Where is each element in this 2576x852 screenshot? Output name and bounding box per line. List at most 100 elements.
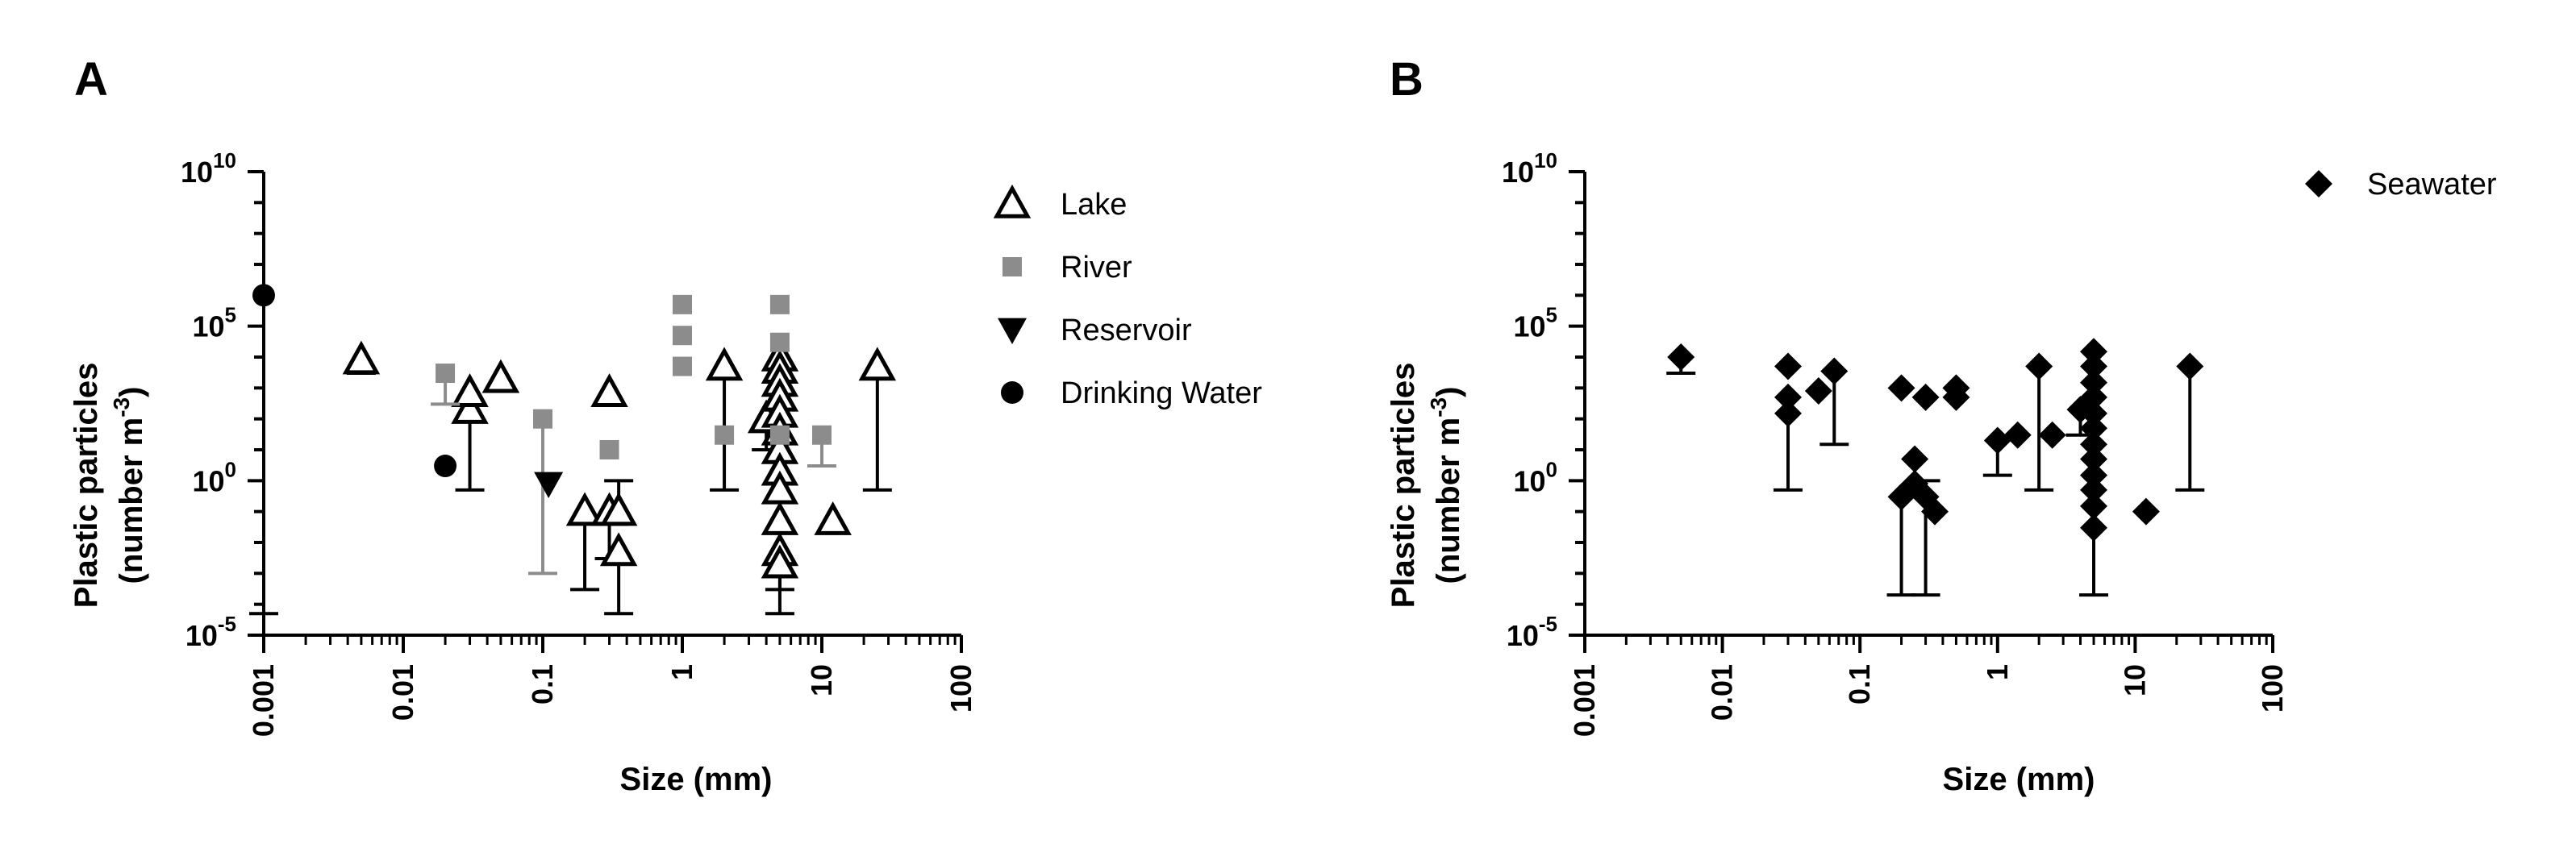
- data-point: [434, 455, 457, 478]
- data-point: [2176, 352, 2204, 380]
- legend-label: River: [1061, 251, 1132, 285]
- data-point: [769, 332, 790, 352]
- legend-label: Drinking Water: [1061, 376, 1262, 410]
- series-lake-a: [342, 337, 897, 616]
- y-axis-title-b-close: ): [1431, 387, 1466, 397]
- data-point: [673, 294, 692, 314]
- data-point: [2080, 461, 2108, 489]
- data-point: [1911, 383, 1940, 411]
- y-tick-label-b: 10-5: [1507, 612, 1557, 652]
- data-point: [705, 347, 744, 381]
- legend-marker: [1002, 257, 1022, 276]
- series-reservoir-a: [534, 472, 564, 499]
- data-point: [2025, 352, 2053, 380]
- series-drinking-water-a: [249, 284, 457, 616]
- data-point: [252, 284, 275, 307]
- data-point: [2132, 497, 2160, 526]
- y-axis-title-b-line2: (number m-3): [1426, 387, 1466, 584]
- x-tick-label-b: 1: [1981, 664, 2014, 680]
- y-tick-label-a: 105: [192, 303, 236, 343]
- data-point: [599, 532, 638, 567]
- x-tick-label-a: 100: [944, 664, 977, 713]
- data-point: [1774, 383, 1802, 411]
- data-point: [2080, 476, 2108, 504]
- y-tick-label-a: 1010: [181, 148, 236, 189]
- data-point: [342, 340, 381, 375]
- data-point: [673, 356, 692, 376]
- data-point: [2080, 399, 2108, 427]
- panel-letter-a: A: [74, 53, 108, 106]
- x-tick-label-a: 0.001: [247, 664, 280, 737]
- data-point: [858, 347, 897, 381]
- series-seawater-b: [1666, 338, 2205, 597]
- data-point: [599, 440, 619, 459]
- legend-marker: [1001, 381, 1023, 404]
- x-tick-label-a: 0.1: [526, 664, 559, 704]
- data-point: [1804, 377, 1832, 405]
- y-axis-title-a-text: (number m: [114, 418, 149, 584]
- data-point: [769, 294, 790, 314]
- legend-label: Reservoir: [1061, 314, 1192, 347]
- data-point: [436, 364, 456, 384]
- legend-label: Seawater: [2367, 168, 2497, 202]
- x-axis-title-a: Size (mm): [620, 762, 773, 797]
- legend-item: Seawater: [2305, 168, 2497, 202]
- x-tick-label-b: 0.001: [1568, 664, 1601, 737]
- data-point: [1887, 374, 1915, 402]
- y-axis-title-a-line2: (number m-3): [109, 387, 149, 584]
- x-tick-label-a: 1: [665, 664, 698, 680]
- plot-area-b: 10-5 100 105 1010 0.001 0.01 0.1 1 10 100: [1502, 148, 2289, 737]
- y-tick-label-b: 1010: [1502, 148, 1557, 189]
- y-tick-label-b: 105: [1513, 303, 1557, 343]
- legend-item: Drinking Water: [1001, 376, 1262, 410]
- legend-marker: [2305, 170, 2332, 197]
- data-point: [2080, 338, 2108, 366]
- data-point: [2080, 414, 2108, 443]
- data-point: [1667, 343, 1695, 371]
- legend-marker: [998, 318, 1027, 344]
- y-axis-title-b-line1: Plastic particles: [1386, 363, 1421, 609]
- data-point: [761, 544, 799, 579]
- data-point: [1901, 445, 1929, 473]
- y-axis-title-b-text: (number m: [1431, 418, 1466, 584]
- x-tick-label-b: 10: [2118, 664, 2151, 696]
- y-tick-label-b: 100: [1513, 457, 1557, 497]
- legend-item: Lake: [993, 184, 1127, 222]
- data-point: [1942, 383, 1970, 411]
- y-axis-title-b: Plastic particles (number m-3): [1386, 363, 1466, 609]
- data-point: [2080, 352, 2108, 380]
- data-point: [2080, 368, 2108, 397]
- data-point: [2003, 421, 2032, 449]
- data-point: [2080, 430, 2108, 459]
- data-point: [1983, 426, 2011, 455]
- y-axis-title-b-exp: -3: [1426, 397, 1451, 418]
- y-axis-title-a: Plastic particles (number m-3): [69, 363, 149, 609]
- data-point: [761, 501, 799, 535]
- x-tick-label-b: 0.01: [1706, 664, 1739, 721]
- panel-letter-b: B: [1390, 53, 1423, 106]
- data-point: [533, 409, 552, 429]
- x-tick-label-b: 100: [2256, 664, 2289, 713]
- data-point: [534, 472, 564, 499]
- data-point: [1820, 357, 1849, 385]
- y-tick-label-a: 100: [192, 457, 236, 497]
- data-point: [565, 492, 604, 526]
- data-point: [769, 425, 790, 445]
- y-axis-title-a-line1: Plastic particles: [69, 363, 104, 609]
- data-point: [673, 326, 692, 346]
- x-tick-label-b: 0.1: [1843, 664, 1876, 704]
- data-point: [2080, 513, 2108, 542]
- data-point: [2038, 421, 2066, 449]
- legend-item: Reservoir: [998, 314, 1192, 347]
- x-tick-label-a: 10: [805, 664, 838, 696]
- x-axis-title-b: Size (mm): [1943, 762, 2095, 797]
- data-point: [590, 373, 628, 407]
- y-tick-label-a: 10-5: [185, 612, 236, 652]
- data-point: [1774, 399, 1802, 427]
- data-point: [481, 359, 520, 393]
- data-point: [2080, 445, 2108, 473]
